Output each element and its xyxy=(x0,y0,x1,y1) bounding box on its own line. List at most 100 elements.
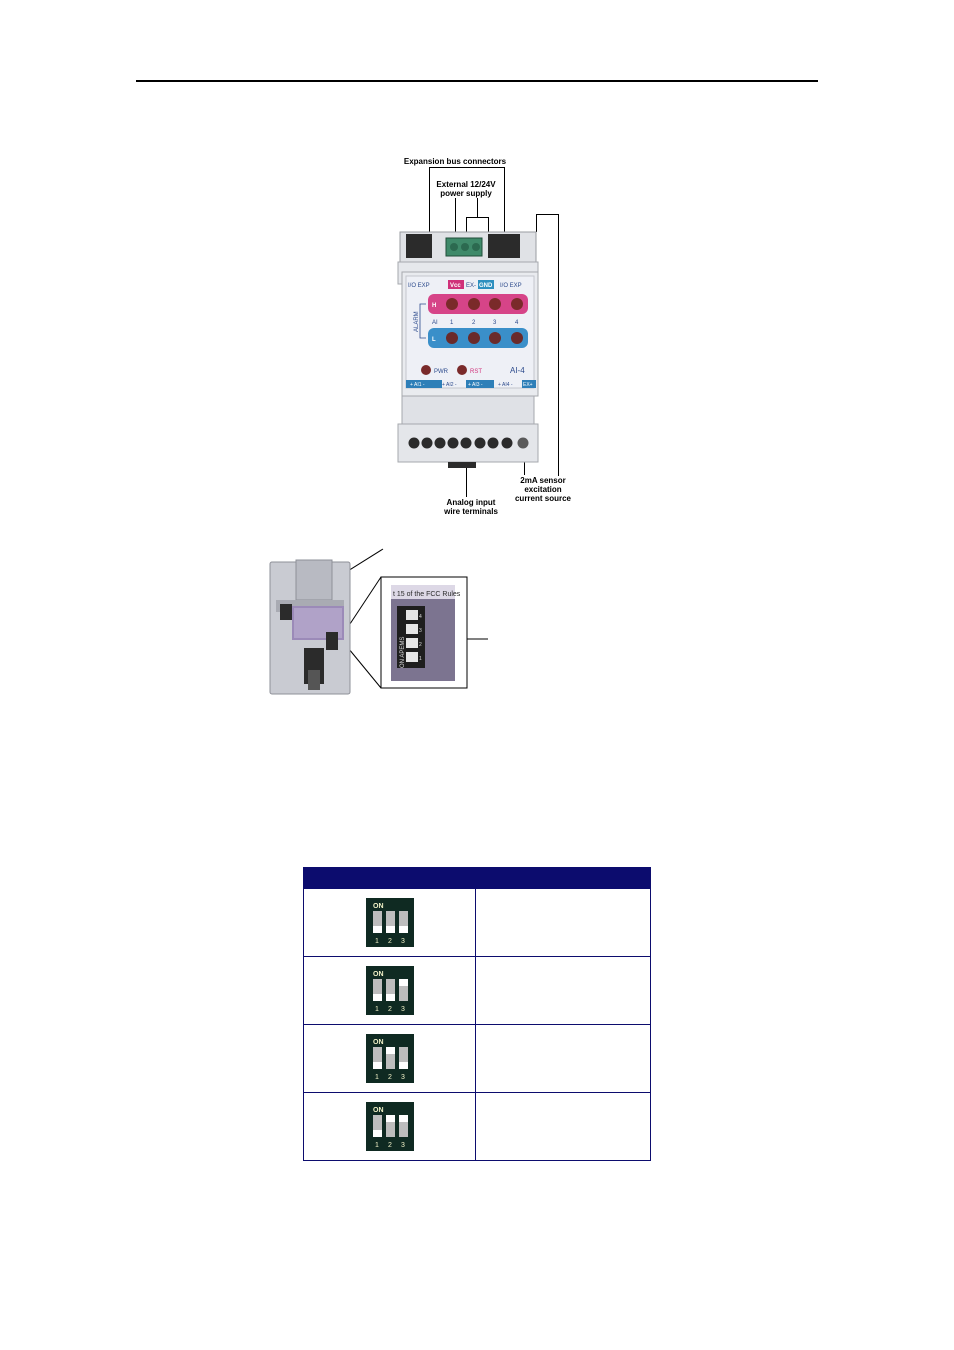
callout-power-supply: External 12/24V power supply xyxy=(436,180,496,198)
dip-num-1: 1 xyxy=(419,656,422,662)
ai3-terminal-label: + AI3 - xyxy=(468,382,483,388)
vcc-label: Vcc xyxy=(450,283,461,289)
dip-switch-slot xyxy=(398,1047,408,1069)
io-exp-right-label: I/O EXP xyxy=(500,283,522,289)
dip-on-label: ON xyxy=(373,971,384,978)
alarm-label: ALARM xyxy=(414,311,420,332)
ai2-terminal-label: + AI2 - xyxy=(442,382,457,388)
io-exp-left-label: I/O EXP xyxy=(408,283,430,289)
model-label: AI-4 xyxy=(510,366,525,375)
dip-switch-knob xyxy=(398,1062,408,1069)
dip-num-4: 4 xyxy=(419,614,422,620)
dip-switch-knob xyxy=(372,1130,382,1137)
dip-switch-knob xyxy=(385,1115,395,1122)
dip-setting-cell: ON 1 2 3 xyxy=(303,888,476,957)
dip-switch-slot xyxy=(385,1047,395,1069)
table-header-switch xyxy=(303,867,476,889)
dip-switch-number: 2 xyxy=(388,1074,392,1081)
dip-switch-slot xyxy=(372,911,382,933)
ex-minus-label: EX- xyxy=(466,283,476,289)
dip-setting-cell: ON 1 2 3 xyxy=(303,1024,476,1093)
dip-setting-description xyxy=(475,1024,651,1093)
dip-switch-number: 1 xyxy=(375,1074,379,1081)
dip-print-text: ON APEMS xyxy=(400,637,406,668)
dip-switch-knob xyxy=(398,979,408,986)
dip-switch-knob xyxy=(398,1115,408,1122)
table-header-row xyxy=(303,867,651,889)
dip-switch-knob xyxy=(372,994,382,1001)
callout-analog-terminals: Analog input wire terminals xyxy=(444,498,498,516)
h-label: H xyxy=(432,303,436,309)
channel-2-label: 2 xyxy=(472,320,476,326)
dip-switch-slot xyxy=(398,911,408,933)
dip-on-label: ON xyxy=(373,1107,384,1114)
ai4-terminal-label: + AI4 - xyxy=(498,382,513,388)
dip-num-3: 3 xyxy=(419,628,422,634)
table-row: ON 1 2 3 xyxy=(303,956,651,1025)
dip-setting-cell: ON 1 2 3 xyxy=(303,956,476,1025)
dip-switch-number: 3 xyxy=(401,938,405,945)
dip-switch-slot xyxy=(385,979,395,1001)
dip-switch-number: 1 xyxy=(375,1006,379,1013)
dip-switch-slot xyxy=(398,1115,408,1137)
dip-on-label: ON xyxy=(373,1039,384,1046)
table-row: ON 1 2 3 xyxy=(303,1024,651,1093)
fcc-rules-text: t 15 of the FCC Rules xyxy=(393,591,461,598)
rear-dip-switch-small xyxy=(280,604,292,620)
channel-4-label: 4 xyxy=(515,320,519,326)
dip-switch-slot xyxy=(372,979,382,1001)
dip-switch-number: 2 xyxy=(388,1006,392,1013)
dip-switch-number: 2 xyxy=(388,938,392,945)
channel-3-label: 3 xyxy=(493,320,497,326)
dip-switch-slot xyxy=(385,911,395,933)
channel-1-label: 1 xyxy=(450,320,454,326)
dip-on-label: ON xyxy=(373,903,384,910)
dip-switch-knob xyxy=(385,1047,395,1054)
header-rule xyxy=(136,80,818,82)
dip-switch-number: 2 xyxy=(388,1142,392,1149)
table-header-description xyxy=(475,867,651,889)
dip-switch-number: 1 xyxy=(375,938,379,945)
pwr-label: PWR xyxy=(434,369,449,375)
dip-switch-number: 3 xyxy=(401,1142,405,1149)
dip-switch-number: 3 xyxy=(401,1006,405,1013)
table-row: ON 1 2 3 xyxy=(303,888,651,957)
rst-button xyxy=(457,365,467,375)
l-label: L xyxy=(432,337,436,343)
gnd-label: GND xyxy=(479,283,493,289)
rear-dip-switch xyxy=(326,632,338,650)
dip-switch-diagram: ON 1 2 3 xyxy=(365,898,414,947)
table-row: ON 1 2 3 xyxy=(303,1092,651,1161)
expansion-connector-right xyxy=(488,234,520,258)
callout-sensor-excitation: 2mA sensor excitation current source xyxy=(514,476,572,503)
dip-switch-number: 1 xyxy=(375,1142,379,1149)
dip-switch-knob xyxy=(385,926,395,933)
dip-switch-slot xyxy=(372,1047,382,1069)
dip-switch-knob xyxy=(372,926,382,933)
dip-switch-knob xyxy=(398,926,408,933)
pwr-led xyxy=(421,365,431,375)
module-front-drawing: I/O EXP Vcc EX- GND I/O EXP H AI 1 2 3 4… xyxy=(397,231,539,468)
dip-switch-knob xyxy=(385,994,395,1001)
rst-label: RST xyxy=(470,369,482,375)
dip-switch-number: 3 xyxy=(401,1074,405,1081)
dip-setting-description xyxy=(475,888,651,957)
wire-terminals xyxy=(408,437,529,449)
dip-switch-slot xyxy=(372,1115,382,1137)
dip-setting-description xyxy=(475,1092,651,1161)
dip-setting-description xyxy=(475,956,651,1025)
module-rear-drawing: t 15 of the FCC Rules ON APEMS 4 3 2 1 xyxy=(269,548,488,695)
dip-switch-diagram: ON 1 2 3 xyxy=(365,1102,414,1151)
expansion-connector-left xyxy=(406,234,432,258)
ai1-terminal-label: + AI1 - xyxy=(410,382,425,388)
ai-label: AI xyxy=(432,320,438,326)
dip-switch-slot xyxy=(398,979,408,1001)
dip-switch-diagram: ON 1 2 3 xyxy=(365,1034,414,1083)
dip-switch-diagram: ON 1 2 3 xyxy=(365,966,414,1015)
callout-expansion-bus: Expansion bus connectors xyxy=(403,157,507,166)
dip-switch-slot xyxy=(385,1115,395,1137)
dip-num-2: 2 xyxy=(419,642,422,648)
ex-plus-terminal-label: EX+ xyxy=(523,382,533,388)
dip-switch-knob xyxy=(372,1062,382,1069)
